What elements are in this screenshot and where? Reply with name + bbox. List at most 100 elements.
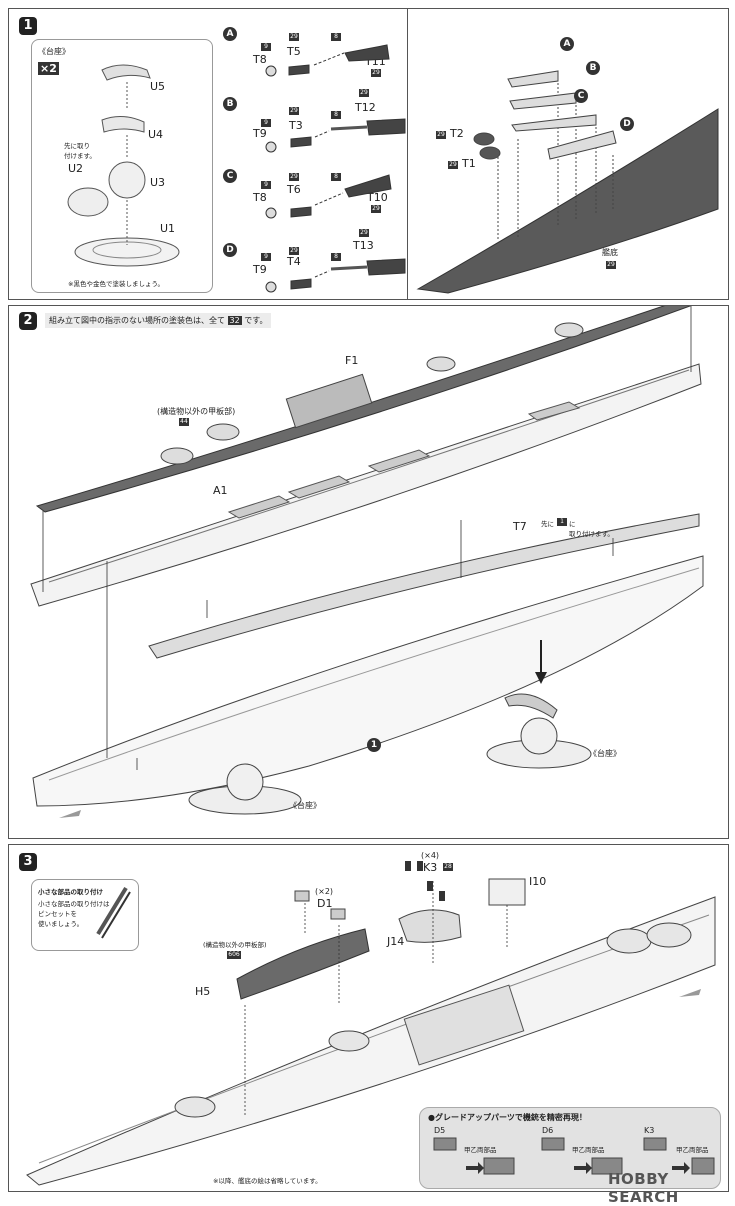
t7-note-a: 先に — [541, 520, 554, 528]
color-code: 29 — [359, 89, 369, 97]
hull-label: 艦底 — [602, 248, 618, 257]
stand-subpanel: 《台座》 ×2 U5 U4 先に取り 付けます。 U2 U3 U1 ※黒色や金色… — [31, 39, 213, 293]
watermark: HOBBY SEARCH — [608, 1170, 679, 1206]
t7-note-code: 1 — [557, 518, 567, 526]
qty-badge: ×2 — [38, 62, 59, 75]
color-code: 29 — [371, 205, 381, 213]
instruction-text: 組み立て図中の指示のない場所の塗装色は、全て — [49, 316, 225, 325]
rudder-letter: D — [620, 117, 634, 131]
upgrade-box: ●グレードアップパーツで機銃を精密再現！ D5 甲乙両部品 D6 甲乙両部品 K… — [419, 1107, 721, 1189]
part-k3: K3 — [423, 861, 438, 874]
color-code: 8 — [331, 33, 341, 41]
part-label: T6 — [287, 183, 301, 196]
part-label: T13 — [353, 239, 374, 252]
instruction-end: です。 — [244, 316, 268, 325]
subassembly-drawings — [265, 44, 406, 293]
part-d1: D1 — [317, 897, 333, 910]
k3-code: 28 — [443, 863, 453, 871]
part-i10: I10 — [529, 875, 547, 888]
sub-b-letter: B — [223, 97, 237, 111]
upgrade-part: D6 — [542, 1126, 554, 1135]
color-code: 29 — [606, 261, 616, 269]
stand-parts-drawing — [67, 64, 180, 267]
part-u2: U2 — [68, 162, 84, 175]
color-code: 9 — [261, 119, 271, 127]
instruction-code: 32 — [227, 316, 242, 325]
upgrade-label: 甲乙両部品 — [572, 1146, 605, 1154]
rudder-letter: B — [586, 61, 600, 75]
color-code: 9 — [261, 43, 271, 51]
ship-step3-drawing — [26, 861, 716, 1186]
step-number: 3 — [19, 853, 37, 871]
part-label: T10 — [367, 191, 388, 204]
part-t2: T2 — [450, 127, 464, 140]
note-first: 先に取り 付けます。 — [64, 142, 96, 160]
sub-d-letter: D — [223, 243, 237, 257]
part-u1: U1 — [160, 222, 176, 235]
part-u5: U5 — [150, 80, 166, 93]
part-t1: T1 — [462, 157, 476, 170]
step1-panel: 1 《台座》 ×2 U5 U4 先に取り 付けます。 U2 U3 U1 ※黒色や… — [8, 8, 729, 300]
color-code: 29 — [289, 173, 299, 181]
color-code: 29 — [359, 229, 369, 237]
upgrade-title: ●グレードアップパーツで機銃を精密再現！ — [428, 1113, 587, 1122]
color-code: 8 — [331, 111, 341, 119]
color-code: 29 — [448, 161, 458, 169]
color-code: 29 — [289, 33, 299, 41]
part-u3: U3 — [150, 176, 166, 189]
small-parts-tip: 小さな部品の取り付け 小さな部品の取り付けは ピンセットを 使いましょう。 — [31, 879, 139, 951]
d1-qty: (×2) — [315, 887, 334, 896]
part-label: T12 — [355, 101, 376, 114]
note-paint: ※黒色や金色で塗装しましょう。 — [68, 280, 165, 288]
rudder-letter: A — [560, 37, 574, 51]
color-code: 8 — [331, 253, 341, 261]
deck-note: (構造物以外の甲板部) — [157, 407, 236, 416]
sub-c-letter: C — [223, 169, 237, 183]
color-code: 9 — [261, 181, 271, 189]
machine-gun-icons — [433, 1137, 715, 1175]
part-f1: F1 — [345, 354, 359, 367]
step-number: 2 — [19, 312, 37, 330]
color-code: 29 — [436, 131, 446, 139]
sub-a-letter: A — [223, 27, 237, 41]
part-h5: H5 — [195, 985, 211, 998]
color-code: 9 — [261, 253, 271, 261]
part-label: T9 — [253, 127, 267, 140]
step-number: 1 — [19, 17, 37, 35]
part-label: T3 — [289, 119, 303, 132]
color-code: 8 — [331, 173, 341, 181]
ship-exploded-drawing — [30, 306, 704, 818]
hull-stern-area: A B C D 29 T2 29 T1 艦底 29 — [407, 9, 728, 299]
part-t7: T7 — [513, 520, 527, 533]
upgrade-label: 甲乙両部品 — [676, 1146, 709, 1154]
stand-right-label: 《台座》 — [589, 749, 621, 758]
part-u4: U4 — [148, 128, 164, 141]
hull-stern-drawing — [416, 70, 719, 294]
step2-panel: 2 組み立て図中の指示のない場所の塗装色は、全て 32 です。 — [8, 305, 729, 839]
upgrade-part: D5 — [434, 1126, 446, 1135]
stand-left-label: 《台座》 — [289, 801, 321, 810]
part-label: T4 — [287, 255, 301, 268]
tweezers-icon — [96, 886, 131, 939]
tip-title: 小さな部品の取り付け — [38, 888, 103, 896]
part-j14: J14 — [387, 935, 405, 948]
instruction-bar: 組み立て図中の指示のない場所の塗装色は、全て 32 です。 — [45, 313, 272, 328]
part-label: T9 — [253, 263, 267, 276]
stand-title: 《台座》 — [38, 47, 70, 56]
part-label: T8 — [253, 191, 267, 204]
rudder-letter: C — [574, 89, 588, 103]
part-label: T5 — [287, 45, 301, 58]
color-code: 29 — [371, 69, 381, 77]
color-code: 29 — [289, 107, 299, 115]
part-a1: A1 — [213, 484, 228, 497]
omit-note: ※以降、艦底の絵は省略しています。 — [213, 1177, 322, 1185]
deck-note: (構造物以外の甲板部) — [203, 941, 267, 949]
stand-ref: 1 — [367, 738, 381, 752]
part-label: T8 — [253, 53, 267, 66]
t7-note-b: に 取り付けます。 — [569, 520, 614, 538]
upgrade-label: 甲乙両部品 — [464, 1146, 497, 1154]
tip-body: 小さな部品の取り付けは ピンセットを 使いましょう。 — [38, 900, 110, 928]
upgrade-part: K3 — [644, 1126, 655, 1135]
color-code: 29 — [289, 247, 299, 255]
deck-code: 606 — [227, 951, 241, 959]
